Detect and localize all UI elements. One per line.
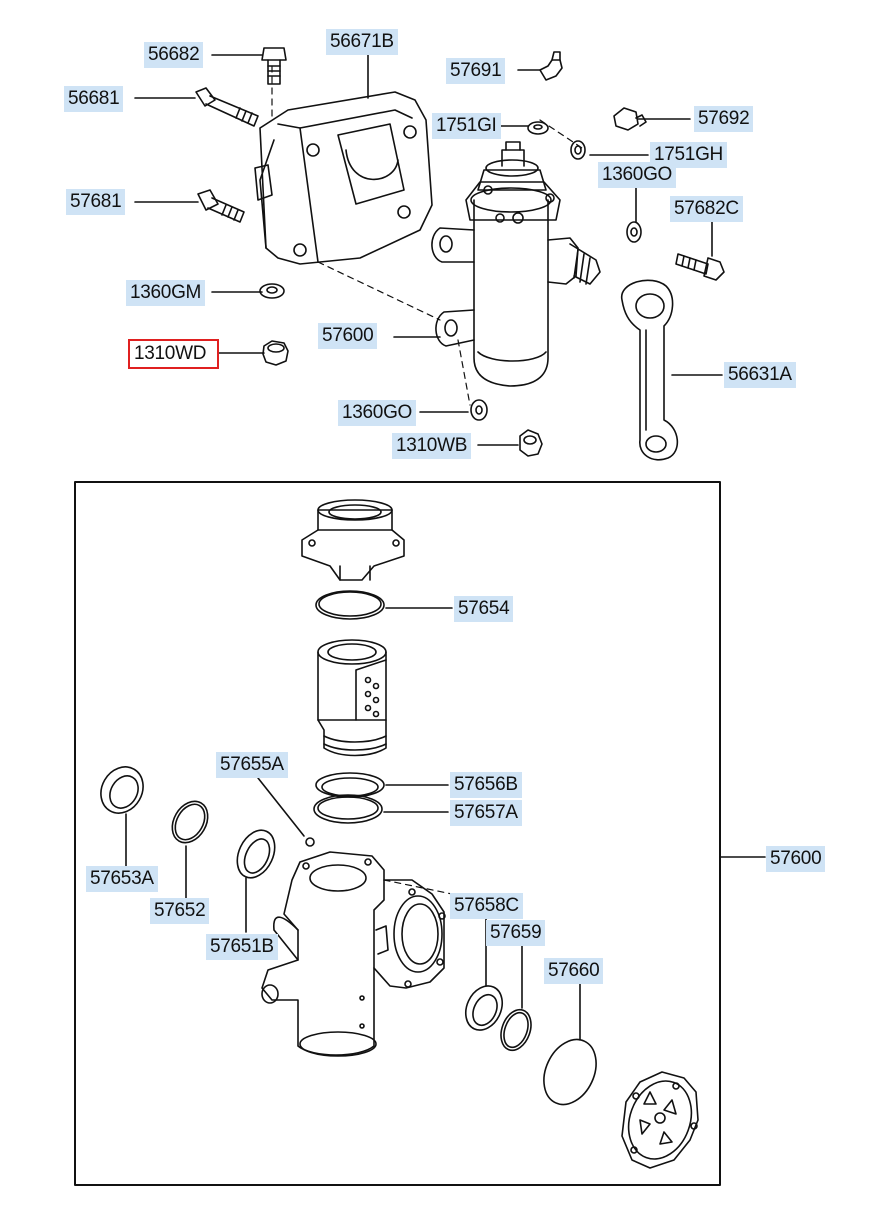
o-ring-57660	[543, 1038, 597, 1106]
label-1360go-top[interactable]: 1360GO	[598, 162, 677, 188]
fitting-57691	[539, 51, 563, 81]
bolt-57681	[197, 189, 245, 223]
washer-1360gm	[259, 283, 285, 299]
label-57656b[interactable]: 57656B	[450, 772, 522, 798]
o-ring-57654	[315, 590, 385, 620]
label-1310wb[interactable]: 1310WB	[392, 433, 472, 459]
valve-cylinder	[317, 639, 387, 757]
gearbox-57600	[431, 141, 601, 387]
label-1751gi[interactable]: 1751GI	[432, 113, 501, 139]
nut-1310wd	[262, 340, 289, 366]
housing-alignment-dashes	[383, 879, 453, 895]
label-56671b[interactable]: 56671B	[326, 29, 398, 55]
label-57659[interactable]: 57659	[486, 920, 546, 946]
housing-top-cover	[301, 499, 405, 581]
seal-57651b	[236, 829, 276, 879]
label-57653a[interactable]: 57653A	[86, 866, 158, 892]
washer-1360go-top	[626, 221, 642, 243]
label-57692[interactable]: 57692	[694, 106, 754, 132]
label-57657a[interactable]: 57657A	[450, 800, 522, 826]
label-57654[interactable]: 57654	[454, 596, 514, 622]
label-1360go-bottom[interactable]: 1360GO	[338, 400, 417, 426]
o-ring-57655a	[305, 837, 315, 847]
label-57691[interactable]: 57691	[446, 58, 506, 84]
bolt-56682	[261, 47, 287, 85]
side-cover	[621, 1071, 699, 1169]
kit-box-frame	[74, 481, 721, 1186]
label-57660[interactable]: 57660	[544, 958, 604, 984]
label-57681[interactable]: 57681	[66, 189, 126, 215]
alignment-dashes	[271, 65, 586, 406]
label-57600-box[interactable]: 57600	[766, 846, 826, 872]
seal-57658c	[464, 985, 504, 1031]
leader-57655a	[257, 777, 305, 837]
o-ring-57659	[500, 1008, 532, 1052]
label-57600-top[interactable]: 57600	[318, 323, 378, 349]
pitman-arm-56631a	[621, 279, 679, 461]
label-57658c[interactable]: 57658C	[450, 893, 523, 919]
label-57652[interactable]: 57652	[150, 898, 210, 924]
seal-57653a	[100, 766, 144, 814]
seal-57657a	[313, 794, 383, 824]
label-1360gm[interactable]: 1360GM	[126, 280, 206, 306]
label-57682c[interactable]: 57682C	[670, 196, 743, 222]
fitting-57692	[613, 107, 647, 131]
gasket-1751gi	[527, 121, 549, 135]
label-56681[interactable]: 56681	[64, 86, 124, 112]
seal-57656b	[315, 772, 385, 798]
label-57655a[interactable]: 57655A	[216, 752, 288, 778]
label-1310wd[interactable]: 1310WD	[128, 339, 219, 369]
bolt-56681	[195, 87, 259, 127]
label-57651b[interactable]: 57651B	[206, 934, 278, 960]
label-56682[interactable]: 56682	[144, 42, 204, 68]
label-1751gh[interactable]: 1751GH	[650, 142, 727, 168]
washer-1360go-bottom	[470, 399, 488, 421]
bracket-56671b	[254, 91, 433, 265]
gasket-1751gh	[570, 140, 586, 160]
nut-1310wb	[519, 429, 543, 457]
bolt-57682c	[675, 253, 725, 281]
o-ring-57652	[171, 800, 209, 844]
label-56631a[interactable]: 56631A	[724, 362, 796, 388]
gear-housing	[261, 851, 446, 1057]
